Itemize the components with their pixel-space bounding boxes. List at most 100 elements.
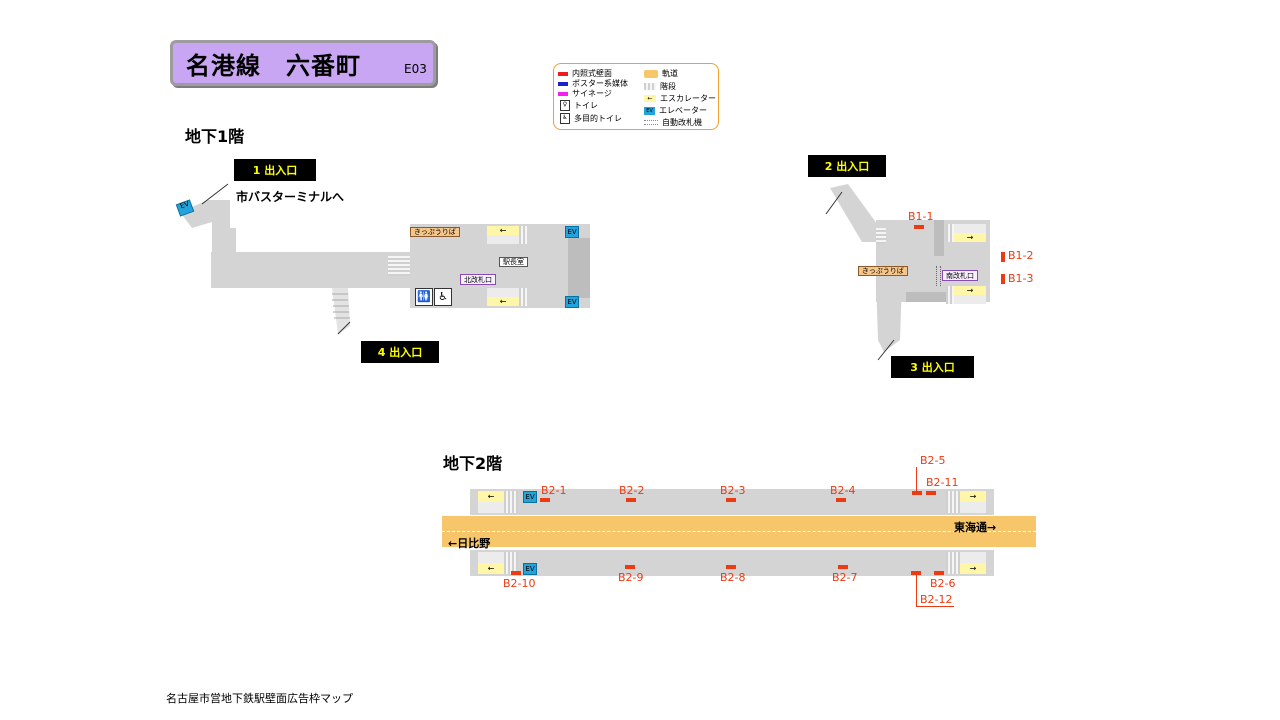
b1-west-corridor	[211, 252, 411, 288]
b1-inner-stairs	[388, 256, 410, 276]
stairs-icon	[504, 552, 518, 574]
ad-b2-2-marker[interactable]	[626, 498, 636, 502]
escalator-icon: ←	[487, 297, 519, 306]
stairs-icon	[644, 83, 656, 90]
ad-b2-7-label: B2-7	[832, 571, 858, 584]
ad-b2-3-marker[interactable]	[726, 498, 736, 502]
exit4-stairs	[332, 288, 351, 335]
ad-b1-1-marker[interactable]	[914, 225, 924, 229]
ad-b2-4-label: B2-4	[830, 484, 856, 497]
exit1-corridor	[175, 183, 230, 260]
direction-east: 東海通→	[954, 521, 997, 534]
station-office: 駅長室	[499, 257, 528, 267]
ad-b2-4-marker[interactable]	[836, 498, 846, 502]
escalator-icon: ←	[644, 95, 656, 102]
escalator-icon: ←	[478, 563, 504, 574]
ad-b1-2-label: B1-2	[1008, 249, 1034, 262]
red-swatch-icon	[558, 71, 568, 76]
legend-item-signage: サイネージ	[558, 88, 612, 99]
ad-b2-12-leader-h	[916, 606, 954, 607]
escalator-icon: ←	[478, 491, 504, 502]
stairs-icon	[504, 491, 518, 513]
ad-b1-2-marker[interactable]	[1001, 252, 1005, 262]
title-box	[170, 40, 436, 86]
ad-b2-9-marker[interactable]	[625, 565, 635, 569]
ad-b1-3-label: B1-3	[1008, 272, 1034, 285]
stairs-icon	[876, 228, 886, 244]
north-gate: 北改札口	[460, 274, 496, 285]
ad-b2-7-marker[interactable]	[838, 565, 848, 569]
ad-b2-8-label: B2-8	[720, 571, 746, 584]
ad-b2-12-marker[interactable]	[911, 571, 921, 575]
b1-floor-label: 地下1階	[185, 127, 245, 146]
ad-b2-2-label: B2-2	[619, 484, 645, 497]
legend-item-illuminated-wall: 内照式壁面	[558, 68, 612, 79]
b2-floor-label: 地下2階	[443, 454, 503, 473]
stairs-icon	[946, 286, 954, 304]
b2-north-ev: EV	[523, 491, 537, 503]
accessible-toilet-icon: ♿	[434, 288, 452, 306]
b2-south-platform	[470, 550, 994, 576]
legend-item-accessible-toilet: ♿ 多目的トイレ	[560, 113, 622, 124]
bus-terminal-note: 市バスターミナルへ	[236, 190, 345, 204]
legend-item-gate: 自動改札機	[644, 117, 702, 128]
page-title: 名港線 六番町	[186, 52, 361, 80]
ad-b2-10-marker[interactable]	[511, 571, 521, 575]
ad-b1-3-marker[interactable]	[1001, 274, 1005, 284]
escalator-icon: →	[960, 491, 986, 502]
ad-b2-12-leader	[916, 575, 917, 606]
station-code: E03	[404, 62, 427, 76]
track-icon	[644, 69, 658, 78]
south-gate: 南改札口	[942, 270, 978, 281]
ad-b2-5-marker[interactable]	[912, 491, 922, 495]
track-centerline	[442, 531, 1036, 532]
stairs-icon	[519, 288, 527, 306]
ad-b2-12-label: B2-12	[920, 593, 953, 606]
ad-b2-3-label: B2-3	[720, 484, 746, 497]
exit4-label: 4 出入口	[361, 341, 439, 363]
exit2-label: 2 出入口	[808, 155, 886, 177]
ad-b2-1-label: B2-1	[541, 484, 567, 497]
exit1-label: 1 出入口	[234, 159, 316, 181]
legend-item-poster: ポスター系媒体	[558, 78, 628, 89]
magenta-swatch-icon	[558, 91, 568, 96]
legend-item-elevator: EV エレベーター	[644, 105, 707, 116]
stairs-icon	[519, 226, 527, 244]
elevator-icon: EV	[644, 106, 655, 115]
legend-item-track: 軌道	[644, 68, 678, 79]
b2-north-platform	[470, 489, 994, 515]
ad-b2-10-label: B2-10	[503, 577, 536, 590]
ad-b2-6-label: B2-6	[930, 577, 956, 590]
b1-north-ticket: きっぷうりば	[410, 227, 460, 237]
ad-b2-6-marker[interactable]	[934, 571, 944, 575]
blue-swatch-icon	[558, 81, 568, 86]
escalator-icon: →	[960, 563, 986, 574]
stairs-icon	[946, 224, 954, 242]
exit3-label: 3 出入口	[891, 356, 974, 378]
escalator-icon: ←	[487, 226, 519, 235]
ad-b2-1-marker[interactable]	[540, 498, 550, 502]
b1-north-east-wall	[568, 238, 590, 298]
toilet-icon: ♀	[560, 100, 570, 111]
ad-b2-5-leader	[916, 467, 917, 491]
ad-b2-8-marker[interactable]	[726, 565, 736, 569]
ad-b2-11-marker[interactable]	[926, 491, 936, 495]
legend-item-toilet: ♀ トイレ	[560, 100, 598, 111]
legend-item-escalator: ← エスカレーター	[644, 93, 716, 104]
ad-b2-11-label: B2-11	[926, 476, 959, 489]
stairs-icon	[946, 552, 960, 574]
b1-north-ev-top: EV	[565, 226, 579, 238]
escalator-icon: →	[954, 286, 986, 295]
accessible-toilet-icon: ♿	[560, 113, 570, 124]
direction-west: ←日比野	[448, 537, 491, 550]
gate-icon	[644, 120, 658, 125]
ad-b2-9-label: B2-9	[618, 571, 644, 584]
footer-note: 名古屋市営地下鉄駅壁面広告枠マップ	[166, 692, 353, 705]
b1-west-vertical	[222, 228, 236, 254]
b1-north-ev-bottom: EV	[565, 296, 579, 308]
escalator-icon: →	[954, 233, 986, 242]
b2-south-ev: EV	[523, 563, 537, 575]
stairs-icon	[946, 491, 960, 513]
b1-south-ticket: きっぷうりば	[858, 266, 908, 276]
toilet-icon: 🚻	[415, 288, 433, 306]
